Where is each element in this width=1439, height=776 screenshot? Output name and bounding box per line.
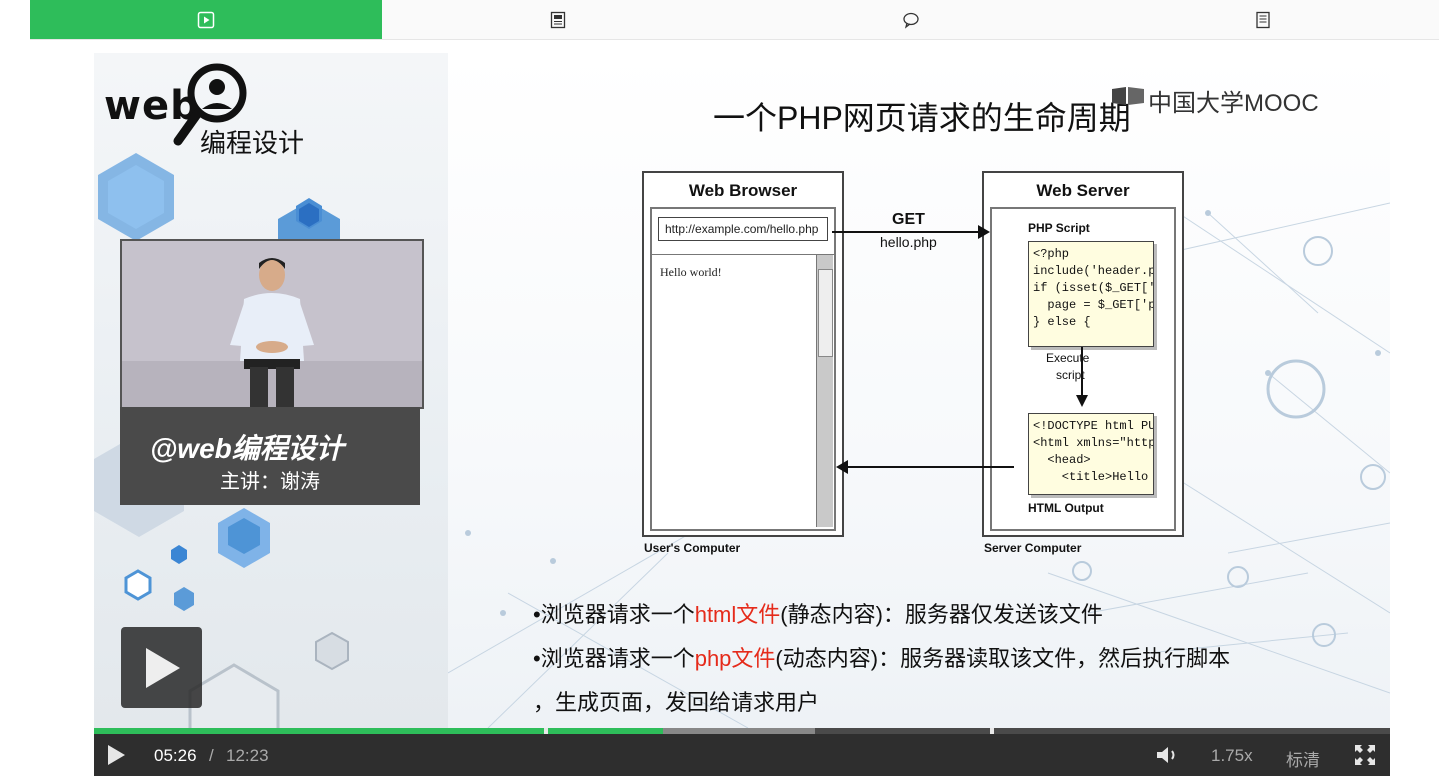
browser-url: http://example.com/hello.php [658, 217, 828, 241]
diagram-arrows [832, 225, 1088, 474]
web-server-title: Web Server [1036, 181, 1130, 200]
web-server-box: Web Server PHP Script <?php include('hea… [982, 171, 1184, 537]
time-separator: / [209, 746, 214, 765]
get-target-label: hello.php [880, 234, 937, 250]
lecture-slide: 一个PHP网页请求的生命周期 中国大学MOOC Web Browser http… [448, 53, 1390, 728]
script-label: script [1056, 368, 1085, 382]
network-background [448, 192, 1390, 728]
big-play-button[interactable] [121, 627, 202, 708]
comment-icon [902, 12, 919, 29]
caption-brand: @web编程设计 [150, 433, 344, 464]
server-inner: PHP Script <?php include('header.p if (i… [990, 207, 1176, 531]
web-browser-box: Web Browser http://example.com/hello.php… [642, 171, 844, 537]
current-time: 05:26 [154, 746, 197, 765]
video-player[interactable]: web 编程设计 @web编程设计 [94, 53, 1390, 776]
play-icon [108, 745, 125, 765]
browser-page-divider [652, 254, 834, 255]
progress-bar[interactable] [94, 728, 1390, 734]
html-code-block: <!DOCTYPE html PU <html xmlns="http <hea… [1028, 413, 1154, 495]
browser-scrollbar [816, 255, 833, 527]
tab-bar [30, 0, 1439, 40]
progress-marker[interactable] [990, 728, 994, 734]
slide-title: 一个PHP网页请求的生命周期 [713, 100, 1131, 136]
scrollbar-thumb [818, 269, 833, 357]
slide-bullets: •浏览器请求一个html文件(静态内容)：服务器仅发送该文件 •浏览器请求一个p… [533, 593, 1230, 725]
mooc-logo-icon [1112, 87, 1144, 105]
playback-speed[interactable]: 1.75x [1211, 746, 1253, 765]
fullscreen-button[interactable] [1354, 734, 1378, 776]
course-logo-subtitle: 编程设计 [200, 128, 305, 158]
bullet-php-post: (动态内容)：服务器读取该文件，然后执行脚本 [775, 646, 1231, 671]
web-browser-title: Web Browser [688, 181, 798, 200]
browser-page-text: Hello world! [660, 265, 722, 279]
request-lifecycle-diagram: Web Browser http://example.com/hello.php… [642, 171, 1188, 566]
lecturer-caption: @web编程设计 主讲：谢涛 [120, 407, 420, 505]
bullet-continuation: ，生成页面，发回给请求用户 [533, 690, 820, 715]
users-computer-label: User's Computer [644, 541, 741, 555]
volume-icon [1157, 747, 1175, 763]
html-output-label: HTML Output [1028, 501, 1104, 515]
bullet-html-post: (静态内容)：服务器仅发送该文件 [780, 602, 1103, 627]
bullet-php: •浏览器请求一个php文件(动态内容)：服务器读取该文件，然后执行脚本 [533, 637, 1230, 681]
bullet-php-pre: •浏览器请求一个 [533, 646, 695, 671]
control-bar: 05:26 / 12:23 1.75x 标清 [94, 734, 1390, 776]
get-label: GET [892, 211, 925, 228]
fullscreen-icon [1355, 745, 1375, 765]
caption-lecturer: 主讲：谢涛 [220, 471, 320, 493]
progress-played [94, 728, 663, 734]
bullet-html-pre: •浏览器请求一个 [533, 602, 695, 627]
tab-courseware[interactable] [382, 0, 734, 39]
play-pause-button[interactable] [106, 734, 128, 776]
php-code-block: <?php include('header.p if (isset($_GET[… [1028, 241, 1154, 347]
php-script-label: PHP Script [1028, 221, 1090, 235]
total-time: 12:23 [226, 746, 269, 765]
course-logo-web: web [104, 83, 200, 129]
video-play-icon [197, 11, 215, 28]
server-computer-label: Server Computer [984, 541, 1082, 555]
mooc-logo: 中国大学MOOC [1148, 90, 1319, 117]
volume-button[interactable] [1156, 734, 1182, 776]
progress-marker[interactable] [544, 728, 548, 734]
document-icon [551, 11, 566, 28]
execute-label: Execute [1046, 351, 1090, 365]
bullet-php-highlight: php文件 [694, 646, 776, 671]
lecturer-figure [122, 241, 422, 407]
tab-discussion[interactable] [735, 0, 1087, 39]
lecture-side-panel: web 编程设计 @web编程设计 [94, 53, 448, 728]
video-quality[interactable]: 标清 [1286, 751, 1320, 770]
tab-notes[interactable] [1087, 0, 1439, 39]
browser-window: http://example.com/hello.php Hello world… [650, 207, 836, 531]
search-magnifier-logo-icon [173, 63, 247, 146]
bullet-html-highlight: html文件 [694, 602, 781, 627]
lecturer-video [120, 239, 424, 409]
notes-icon [1256, 11, 1270, 28]
bullet-html: •浏览器请求一个html文件(静态内容)：服务器仅发送该文件 [533, 593, 1230, 637]
play-icon [145, 647, 180, 688]
tab-video[interactable] [30, 0, 383, 39]
